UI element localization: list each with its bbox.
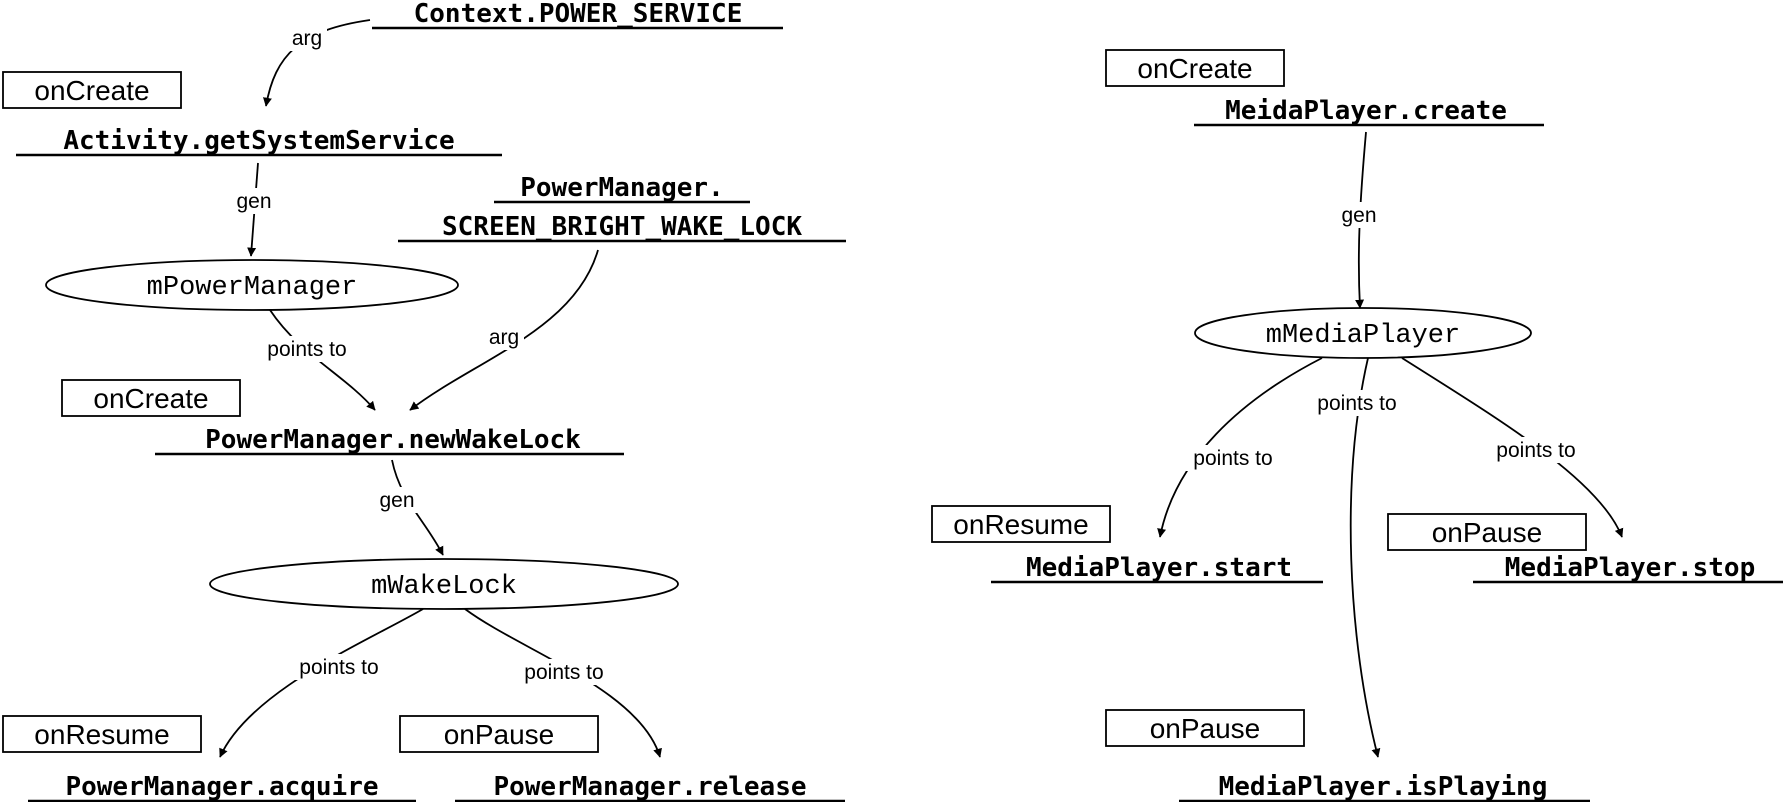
svg-text:gen: gen xyxy=(379,489,414,512)
edge-label-gen-media-player: gen xyxy=(1337,202,1381,228)
node-m-power-manager: mPowerManager xyxy=(45,259,459,311)
edge-label-points-to-stop: points to xyxy=(1489,437,1583,463)
svg-text:arg: arg xyxy=(489,326,519,349)
svg-text:onPause: onPause xyxy=(1150,713,1261,744)
edge-points-to-is-playing xyxy=(1349,357,1381,758)
svg-text:points to: points to xyxy=(267,338,346,361)
callback-on-pause-stop: onPause xyxy=(1387,513,1587,551)
edge-label-arg-power-service: arg xyxy=(287,25,327,51)
svg-text:onPause: onPause xyxy=(444,719,555,750)
svg-text:MediaPlayer.isPlaying: MediaPlayer.isPlaying xyxy=(1219,772,1548,802)
svg-text:PowerManager.acquire: PowerManager.acquire xyxy=(65,772,378,802)
svg-text:Context.POWER_SERVICE: Context.POWER_SERVICE xyxy=(414,0,743,29)
callback-on-create-2: onCreate xyxy=(61,379,241,417)
svg-text:mMediaPlayer: mMediaPlayer xyxy=(1266,321,1460,351)
edge-label-arg-screen-bright: arg xyxy=(484,324,524,350)
edge-label-points-to-new-wake-lock: points to xyxy=(260,336,354,362)
edge-label-points-to-is-playing: points to xyxy=(1310,390,1404,416)
svg-text:MediaPlayer.stop: MediaPlayer.stop xyxy=(1505,553,1755,583)
svg-text:onCreate: onCreate xyxy=(93,383,208,414)
node-context-power-service: Context.POWER_SERVICE xyxy=(372,0,783,30)
edge-label-gen-power-manager: gen xyxy=(232,188,276,214)
svg-text:gen: gen xyxy=(236,190,271,213)
svg-text:onCreate: onCreate xyxy=(1137,53,1252,84)
node-m-media-player: mMediaPlayer xyxy=(1194,307,1532,359)
svg-text:gen: gen xyxy=(1341,204,1376,227)
svg-text:points to: points to xyxy=(1496,439,1575,462)
svg-text:SCREEN_BRIGHT_WAKE_LOCK: SCREEN_BRIGHT_WAKE_LOCK xyxy=(442,212,802,242)
edge-points-to-start xyxy=(1157,357,1323,538)
callback-on-pause-is-playing: onPause xyxy=(1105,709,1305,747)
edge-label-points-to-acquire: points to xyxy=(292,654,386,680)
callback-on-resume: onResume xyxy=(2,715,202,753)
svg-text:onCreate: onCreate xyxy=(34,75,149,106)
callback-on-create-1: onCreate xyxy=(2,71,182,109)
svg-text:MeidaPlayer.create: MeidaPlayer.create xyxy=(1225,96,1507,126)
svg-text:PowerManager.: PowerManager. xyxy=(520,173,724,203)
callback-on-resume: onResume xyxy=(931,505,1111,543)
edge-label-points-to-release: points to xyxy=(517,659,611,685)
edge-label-gen-wake-lock: gen xyxy=(375,487,419,513)
svg-text:points to: points to xyxy=(1193,447,1272,470)
node-power-manager-acquire: PowerManager.acquire xyxy=(28,772,416,802)
node-media-player-is-playing: MediaPlayer.isPlaying xyxy=(1179,772,1590,802)
node-power-manager-release: PowerManager.release xyxy=(455,772,845,802)
svg-text:Activity.getSystemService: Activity.getSystemService xyxy=(63,126,454,156)
svg-text:points to: points to xyxy=(1317,392,1396,415)
svg-text:onPause: onPause xyxy=(1432,517,1543,548)
node-meida-player-create: MeidaPlayer.create xyxy=(1194,96,1544,127)
node-m-wake-lock: mWakeLock xyxy=(209,558,679,610)
node-activity-get-system-service: Activity.getSystemService xyxy=(16,126,502,157)
callback-on-create: onCreate xyxy=(1105,49,1285,87)
node-media-player-stop: MediaPlayer.stop xyxy=(1473,553,1783,584)
svg-text:onResume: onResume xyxy=(34,719,169,750)
svg-text:mPowerManager: mPowerManager xyxy=(147,273,358,303)
svg-text:PowerManager.newWakeLock: PowerManager.newWakeLock xyxy=(205,425,581,455)
edge-points-to-new-wake-lock xyxy=(269,309,376,411)
svg-text:points to: points to xyxy=(299,656,378,679)
left-graph: arg gen points to arg gen points to poin… xyxy=(2,0,846,802)
svg-text:MediaPlayer.start: MediaPlayer.start xyxy=(1026,553,1292,583)
svg-text:mWakeLock: mWakeLock xyxy=(371,572,517,602)
node-power-manager-new-wake-lock: PowerManager.newWakeLock xyxy=(155,425,624,456)
node-media-player-start: MediaPlayer.start xyxy=(991,553,1323,584)
svg-text:arg: arg xyxy=(292,27,322,50)
svg-text:points to: points to xyxy=(524,661,603,684)
edge-label-points-to-start: points to xyxy=(1186,445,1280,471)
svg-text:PowerManager.release: PowerManager.release xyxy=(493,772,806,802)
right-graph: gen points to points to points to MeidaP… xyxy=(931,49,1783,802)
edge-points-to-acquire xyxy=(219,608,424,758)
callback-on-pause: onPause xyxy=(399,715,599,753)
svg-text:onResume: onResume xyxy=(953,509,1088,540)
node-power-manager-screen-bright: PowerManager. SCREEN_BRIGHT_WAKE_LOCK xyxy=(398,173,846,243)
